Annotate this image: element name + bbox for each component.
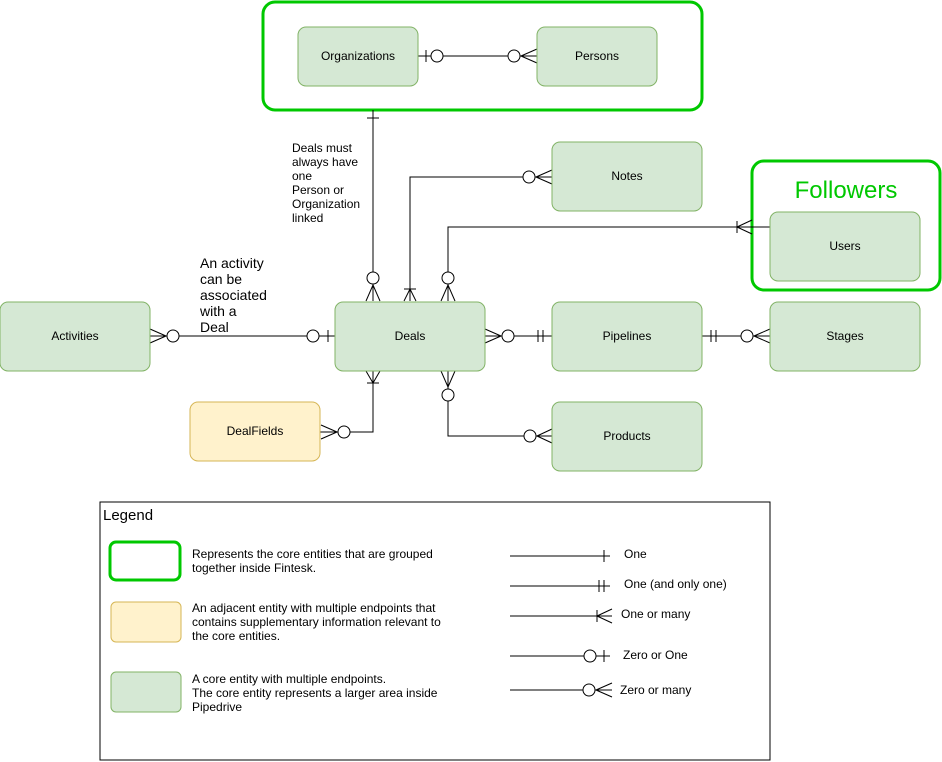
entity-dealfields[interactable]	[189, 401, 321, 462]
label-notes: Notes	[611, 169, 642, 183]
legend-core-group-desc: Represents the core entities that are gr…	[192, 547, 433, 575]
legend-box	[99, 501, 771, 761]
line-deals-users	[447, 226, 770, 301]
legend-label-one-many: One or many	[621, 607, 691, 621]
activity-note: An activity can be associated with a Dea…	[200, 255, 267, 335]
label-users: Users	[829, 239, 860, 253]
entity-organizations[interactable]	[297, 26, 419, 87]
entity-activities[interactable]	[0, 301, 151, 372]
legend-label-one-only: One (and only one)	[624, 577, 727, 591]
legend-label-one: One	[624, 547, 647, 561]
legend-swatch-adjacent	[110, 601, 182, 643]
label-activities: Activities	[51, 329, 98, 343]
entity-products[interactable]	[551, 401, 703, 472]
legend-swatch-core-entity	[110, 671, 182, 713]
entity-users[interactable]	[769, 211, 921, 282]
label-dealfields: DealFields	[227, 424, 284, 438]
label-pipelines: Pipelines	[603, 329, 652, 343]
legend-swatch-core-group	[108, 540, 182, 582]
entity-pipelines[interactable]	[551, 301, 703, 372]
line-deals-dealfields	[320, 371, 374, 433]
legend-core-entity-desc: A core entity with multiple endpoints. T…	[192, 672, 438, 714]
legend-title: Legend	[103, 507, 154, 524]
legend-label-zero-many: Zero or many	[620, 683, 692, 697]
line-deals-products	[447, 371, 552, 437]
label-persons: Persons	[575, 49, 619, 63]
followers-title: Followers	[794, 177, 898, 204]
deals-link-note: Deals must always have one Person or Org…	[292, 141, 361, 225]
label-stages: Stages	[826, 329, 863, 343]
label-deals: Deals	[395, 329, 426, 343]
entity-stages[interactable]	[769, 301, 921, 372]
entity-persons[interactable]	[536, 26, 658, 87]
entity-notes[interactable]	[551, 141, 703, 212]
line-deals-notes	[409, 176, 552, 301]
label-organizations: Organizations	[321, 49, 395, 63]
legend-label-zero-one: Zero or One	[623, 648, 688, 662]
entity-deals[interactable]	[334, 301, 486, 372]
legend-adjacent-desc: An adjacent entity with multiple endpoin…	[192, 601, 441, 643]
label-products: Products	[603, 429, 650, 443]
